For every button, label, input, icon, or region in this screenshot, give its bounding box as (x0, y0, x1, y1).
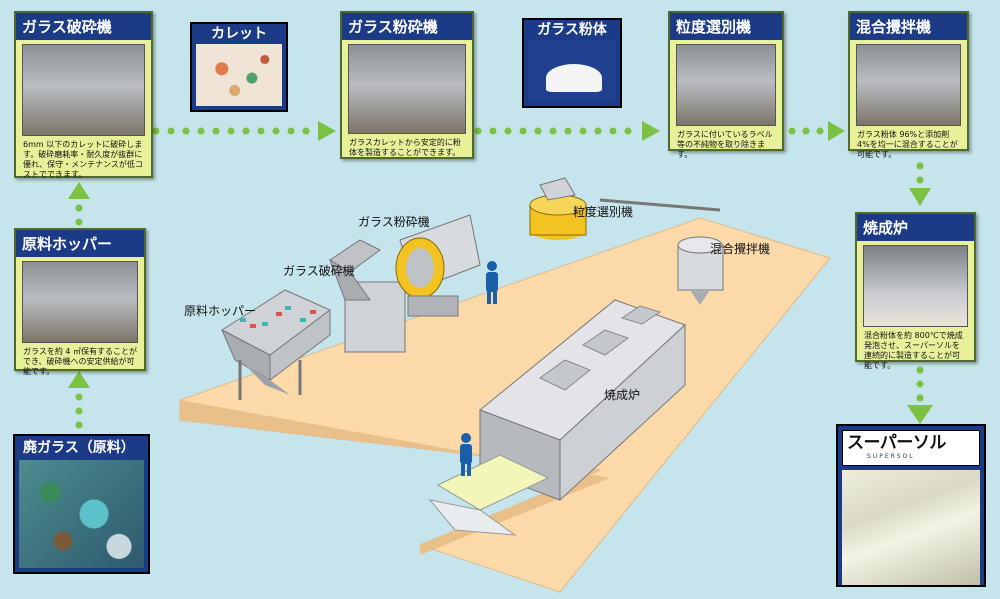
supersol-logo: スーパーソル SUPERSOL (842, 430, 980, 466)
step-title: ガラス破砕機 (16, 13, 151, 40)
material-tile-cullet: カレット (190, 22, 288, 112)
step-description: ガラスに付いているラベル等の不純物を取り除きます。 (670, 126, 782, 164)
pulverizer-photo (348, 44, 466, 134)
step-description: 混合粉体を約 800℃で焼成発泡させ、スーパーソルを連続的に製造することが可能で… (857, 327, 974, 375)
floor-label-classifier: 粒度選別機 (573, 203, 633, 220)
hopper-photo (22, 261, 138, 343)
step-card-crusher: ガラス破砕機 6mm 以下のカレットに破砕します。破砕磨耗率・耐久度が抜群に優れ… (14, 11, 153, 178)
cullet-photo (196, 44, 282, 106)
step-title: 粒度選別機 (670, 13, 782, 40)
floor-label-hopper: 原料ホッパー (184, 302, 256, 319)
step-description: ガラスカレットから安定的に粉体を製造することができます。 (342, 134, 472, 162)
step-card-furnace: 焼成炉 混合粉体を約 800℃で焼成発泡させ、スーパーソルを連続的に製造すること… (855, 212, 976, 362)
product-card-supersol: スーパーソル SUPERSOL (836, 424, 986, 587)
step-title: ガラス粉砕機 (342, 13, 472, 40)
furnace-photo (863, 245, 968, 327)
step-title: 混合攪拌機 (850, 13, 967, 40)
material-label: ガラス粉体 (524, 20, 620, 40)
material-tile-powder: ガラス粉体 (522, 18, 622, 108)
floor-label-furnace: 焼成炉 (604, 386, 640, 403)
material-label: カレット (192, 24, 286, 44)
supersol-photo (842, 470, 980, 585)
crusher-illustration (330, 240, 405, 352)
supersol-logo-subtext: SUPERSOL (867, 453, 915, 460)
step-description: ガラスを約 4 ㎥保有することができ、破砕機への安定供給が可能です。 (16, 343, 144, 381)
mixer-photo (856, 44, 961, 126)
step-description: 6mm 以下のカレットに破砕します。破砕磨耗率・耐久度が抜群に優れ、保守・メンテ… (16, 136, 151, 184)
waste-glass-photo (19, 460, 144, 568)
material-tile-waste-glass: 廃ガラス（原料） (13, 434, 150, 574)
step-card-hopper: 原料ホッパー ガラスを約 4 ㎥保有することができ、破砕機への安定供給が可能です… (14, 228, 146, 371)
supersol-logo-text: スーパーソル (843, 431, 979, 455)
classifier-photo (676, 44, 776, 126)
floor-label-mixer: 混合攪拌機 (710, 240, 770, 257)
step-card-mixer: 混合攪拌機 ガラス粉体 96%と添加剤 4%を均一に混合することが可能です。 (848, 11, 969, 151)
worker-figure-2 (460, 433, 472, 476)
floor-label-pulverizer: ガラス粉砕機 (358, 213, 430, 230)
floor-label-crusher: ガラス破砕機 (283, 262, 355, 279)
step-title: 焼成炉 (857, 214, 974, 241)
material-label: 廃ガラス（原料） (15, 436, 148, 460)
step-description: ガラス粉体 96%と添加剤 4%を均一に混合することが可能です。 (850, 126, 967, 164)
step-card-pulverizer: ガラス粉砕機 ガラスカレットから安定的に粉体を製造することができます。 (340, 11, 474, 159)
step-card-classifier: 粒度選別機 ガラスに付いているラベル等の不純物を取り除きます。 (668, 11, 784, 151)
step-title: 原料ホッパー (16, 230, 144, 257)
powder-photo (528, 40, 616, 102)
crusher-photo (22, 44, 145, 136)
